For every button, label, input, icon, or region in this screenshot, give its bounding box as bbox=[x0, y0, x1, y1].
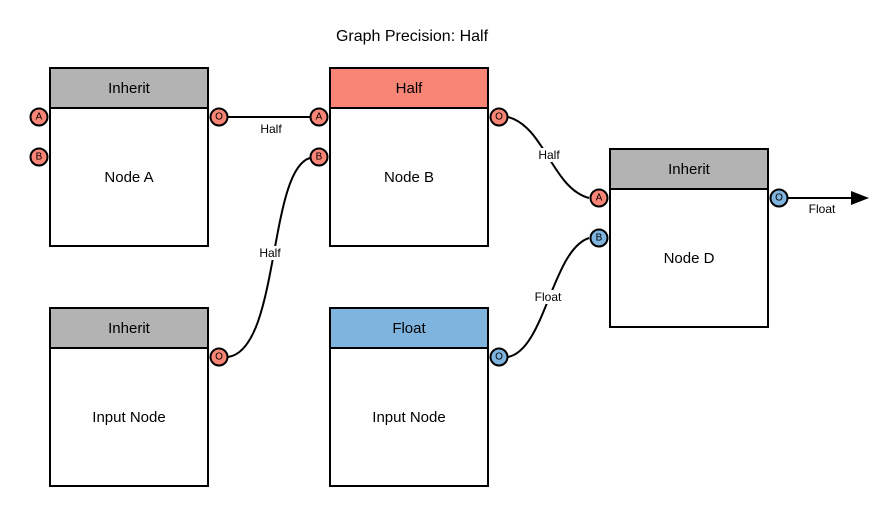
node-a: Inherit Node A bbox=[49, 67, 209, 247]
node-b-port-a: A bbox=[309, 107, 329, 127]
edge-label-half-1: Half bbox=[258, 122, 284, 136]
port-letter: B bbox=[595, 232, 603, 243]
edge-label-half-2: Half bbox=[257, 246, 283, 260]
port-letter: O bbox=[495, 111, 503, 122]
port-letter: B bbox=[35, 151, 43, 162]
input-node-inherit: Inherit Input Node bbox=[49, 307, 209, 487]
node-a-port-b: B bbox=[29, 147, 49, 167]
diagram-title: Graph Precision: Half bbox=[335, 28, 489, 45]
node-a-label: Node A bbox=[104, 168, 154, 186]
node-b-port-o: O bbox=[489, 107, 509, 127]
port-letter: A bbox=[595, 192, 603, 203]
edge-label-float-2: Float bbox=[806, 202, 838, 216]
input-node-float: Float Input Node bbox=[329, 307, 489, 487]
port-letter: O bbox=[495, 351, 503, 362]
node-b-header: Half bbox=[331, 69, 487, 109]
input-node-float-label: Input Node bbox=[372, 408, 446, 426]
input-node-float-header: Float bbox=[331, 309, 487, 349]
port-letter: O bbox=[775, 192, 783, 203]
arrowhead-icon bbox=[851, 191, 869, 205]
input-node-float-port-o: O bbox=[489, 347, 509, 367]
node-b: Half Node B bbox=[329, 67, 489, 247]
node-a-port-a: A bbox=[29, 107, 49, 127]
input-node-inherit-header: Inherit bbox=[51, 309, 207, 349]
node-d-port-o: O bbox=[769, 188, 789, 208]
edge-label-float-1: Float bbox=[532, 290, 564, 304]
node-b-port-b: B bbox=[309, 147, 329, 167]
node-d-label: Node D bbox=[663, 249, 715, 267]
node-a-port-o: O bbox=[209, 107, 229, 127]
input-node-inherit-port-o: O bbox=[209, 347, 229, 367]
node-a-header: Inherit bbox=[51, 69, 207, 109]
port-letter: O bbox=[215, 351, 223, 362]
node-d: Inherit Node D bbox=[609, 148, 769, 328]
node-b-label: Node B bbox=[383, 168, 435, 186]
port-letter: B bbox=[315, 151, 323, 162]
node-d-port-a: A bbox=[589, 188, 609, 208]
input-node-inherit-label: Input Node bbox=[92, 408, 166, 426]
port-letter: A bbox=[315, 111, 323, 122]
node-d-header: Inherit bbox=[611, 150, 767, 190]
port-letter: O bbox=[215, 111, 223, 122]
edge-label-half-3: Half bbox=[536, 148, 562, 162]
node-d-port-b: B bbox=[589, 228, 609, 248]
port-letter: A bbox=[35, 111, 43, 122]
